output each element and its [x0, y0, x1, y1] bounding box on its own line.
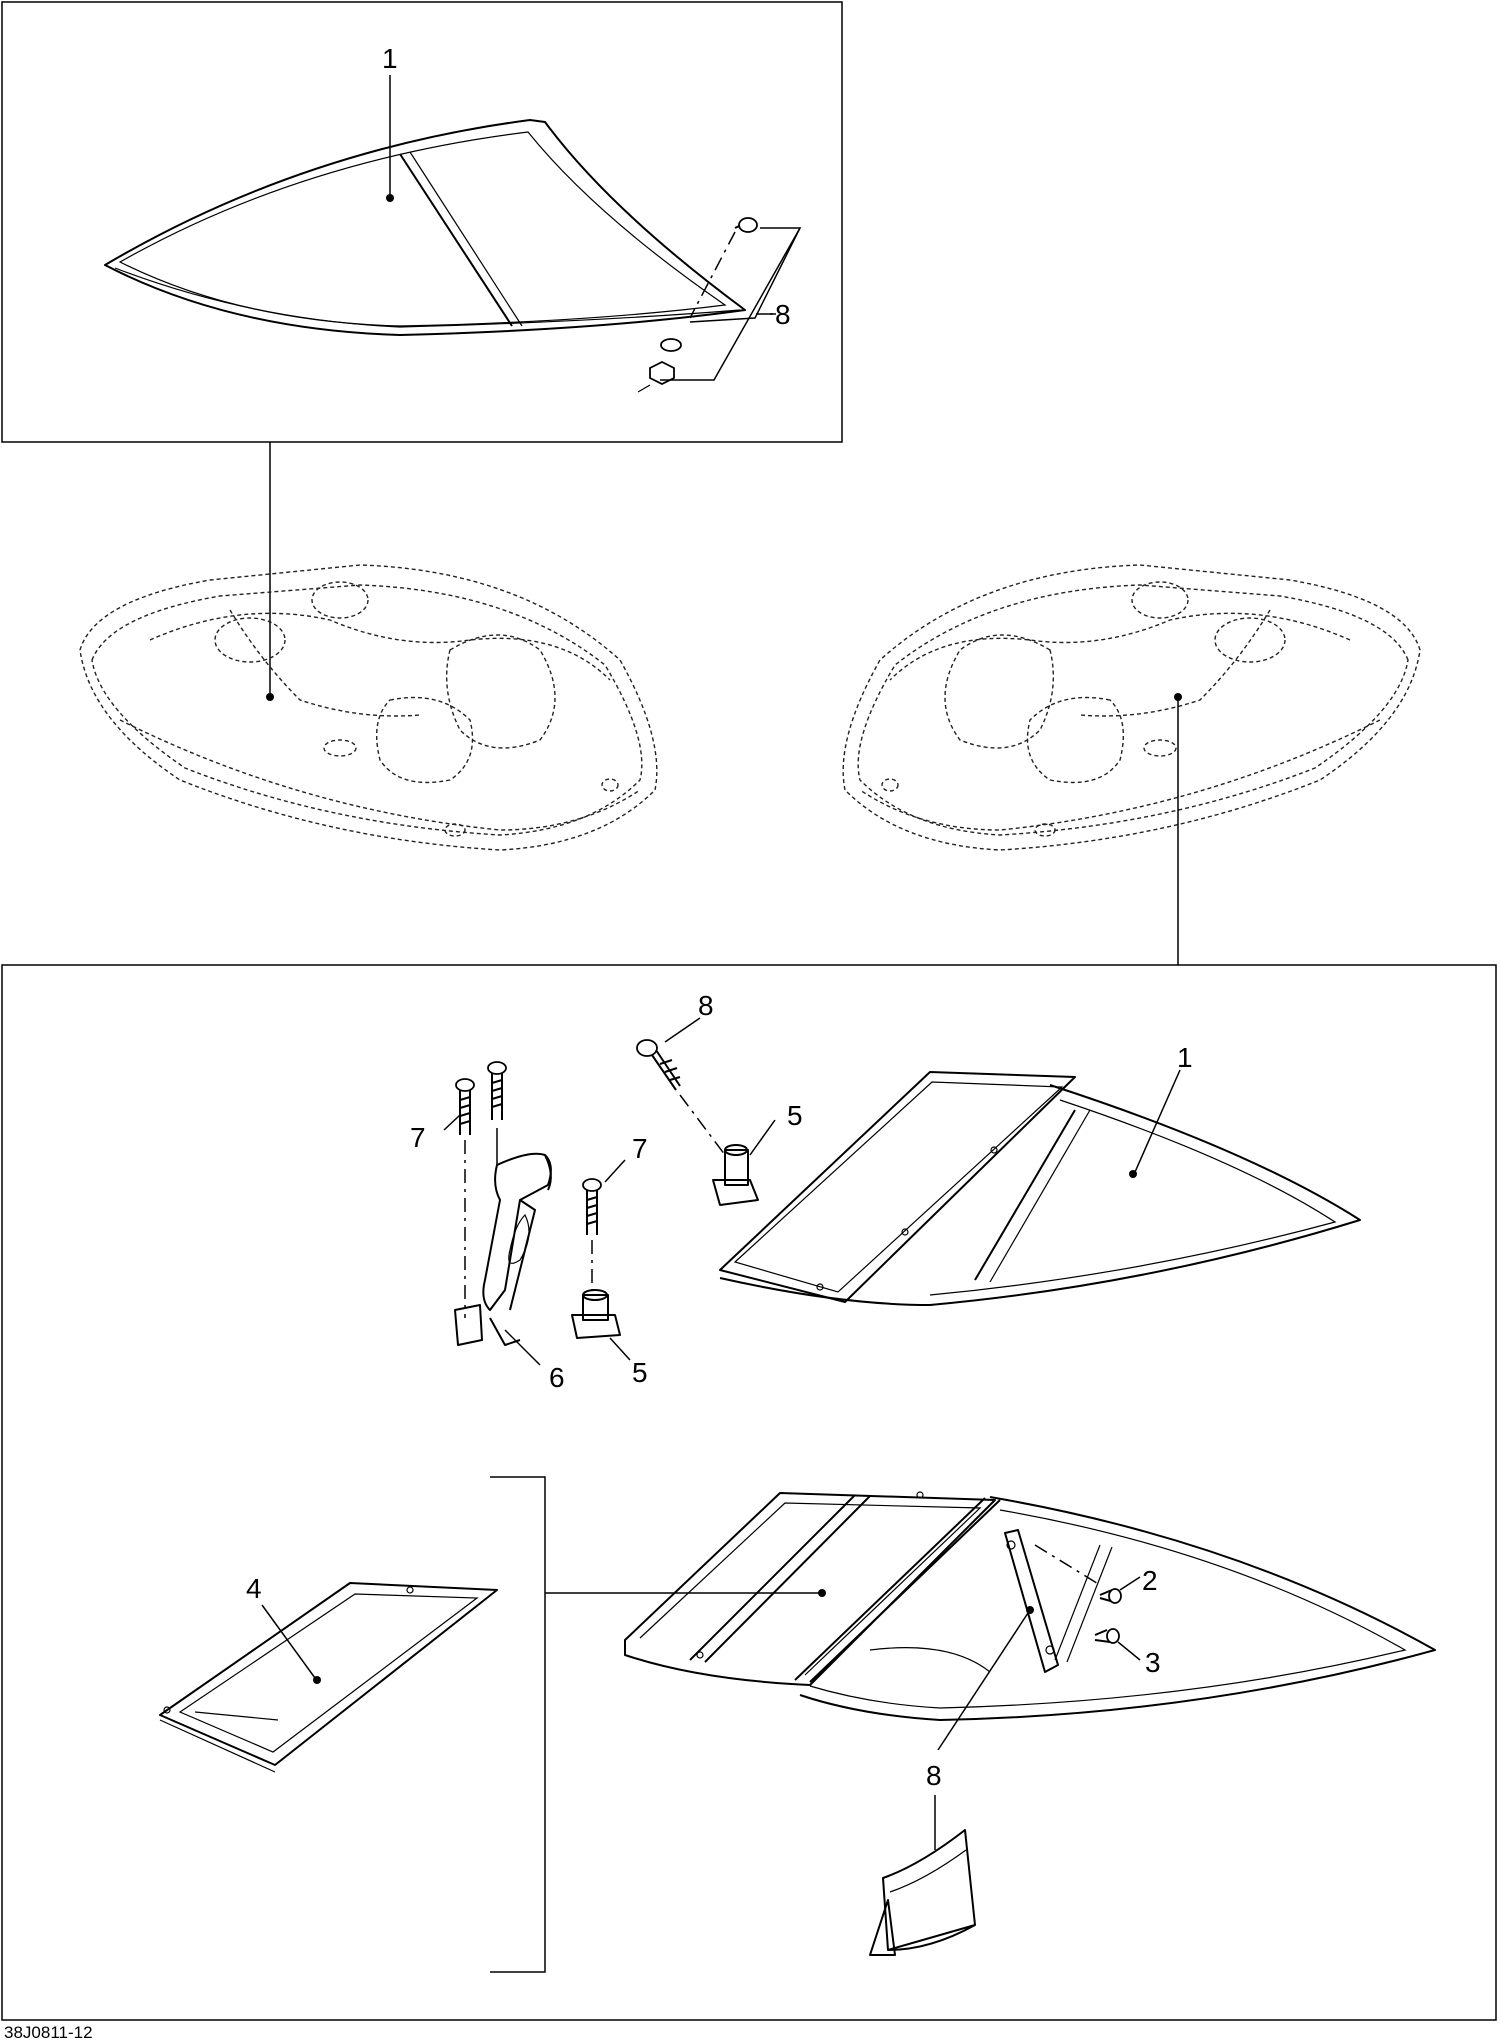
callout-bottom-1: 1 [1177, 1042, 1193, 1073]
top-detail-box [1, 1, 843, 443]
windshield-assembly-lower [624, 1491, 1436, 1721]
callout-leaders-top [386, 75, 802, 381]
callout-bottom-7-left: 7 [410, 1122, 426, 1153]
callout-bottom-5-lower: 5 [632, 1357, 648, 1388]
screw-upper [636, 1039, 726, 1156]
windshield-assembly-upper [719, 1071, 1361, 1306]
top-hardware [637, 217, 758, 393]
screw-and-bracket-lower [571, 1178, 621, 1339]
callout-bottom-8-screw: 8 [698, 990, 714, 1021]
side-panel [159, 1582, 498, 1773]
windshield-top-view [104, 119, 746, 336]
brace-and-screws [1004, 1529, 1122, 1673]
bracket-upper [712, 1144, 759, 1206]
callout-bottom-7-right: 7 [632, 1133, 648, 1164]
group-bracket [490, 1476, 546, 1973]
callout-bottom-3: 3 [1145, 1647, 1161, 1678]
boat-right [842, 564, 1421, 851]
callout-bottom-5-upper: 5 [787, 1100, 803, 1131]
boat-left [79, 564, 658, 851]
callout-leaders-bottom-upper [443, 1017, 1181, 1366]
callout-leaders-bottom-lower [937, 1576, 1141, 1751]
bottom-detail-box [1, 964, 1497, 2021]
leader-bottom-4 [261, 1604, 316, 1679]
callout-bottom-4: 4 [246, 1573, 262, 1604]
figure-code: 38J0811-12 [4, 2023, 93, 2042]
callout-bottom-2: 2 [1142, 1565, 1158, 1596]
callout-top-1: 1 [382, 43, 398, 74]
hardware-bag [869, 1829, 976, 1956]
callout-bottom-8-kit: 8 [926, 1760, 942, 1791]
hinge-assembly [454, 1061, 552, 1346]
callout-bottom-6: 6 [549, 1362, 565, 1393]
callout-top-8: 8 [775, 299, 791, 330]
